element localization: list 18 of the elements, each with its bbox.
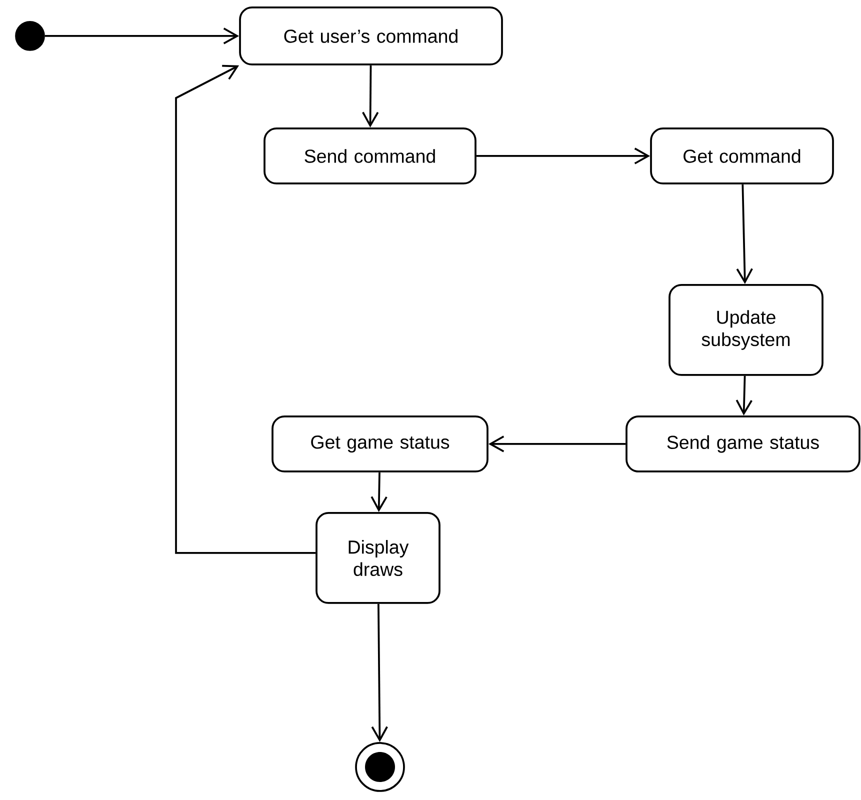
action-box: Get user’s command: [239, 6, 503, 66]
arrow: [362, 65, 379, 128]
action-box: Update subsystem: [668, 284, 824, 376]
arrow: [370, 472, 388, 512]
action-box: Get command: [650, 128, 834, 184]
arrow: [488, 436, 626, 452]
end-bullseye: [355, 742, 405, 792]
arrow: [44, 28, 240, 44]
arrow: [371, 604, 388, 742]
action-box: Send game status: [626, 416, 860, 472]
arrow: [476, 148, 650, 164]
arrow: [736, 376, 752, 416]
action-box: Get game status: [272, 416, 488, 472]
action-box: Send command: [264, 128, 476, 184]
arrow: [175, 64, 316, 554]
arrow: [736, 184, 753, 284]
action-box: Display draws: [316, 512, 440, 604]
start-dot: [15, 21, 45, 51]
